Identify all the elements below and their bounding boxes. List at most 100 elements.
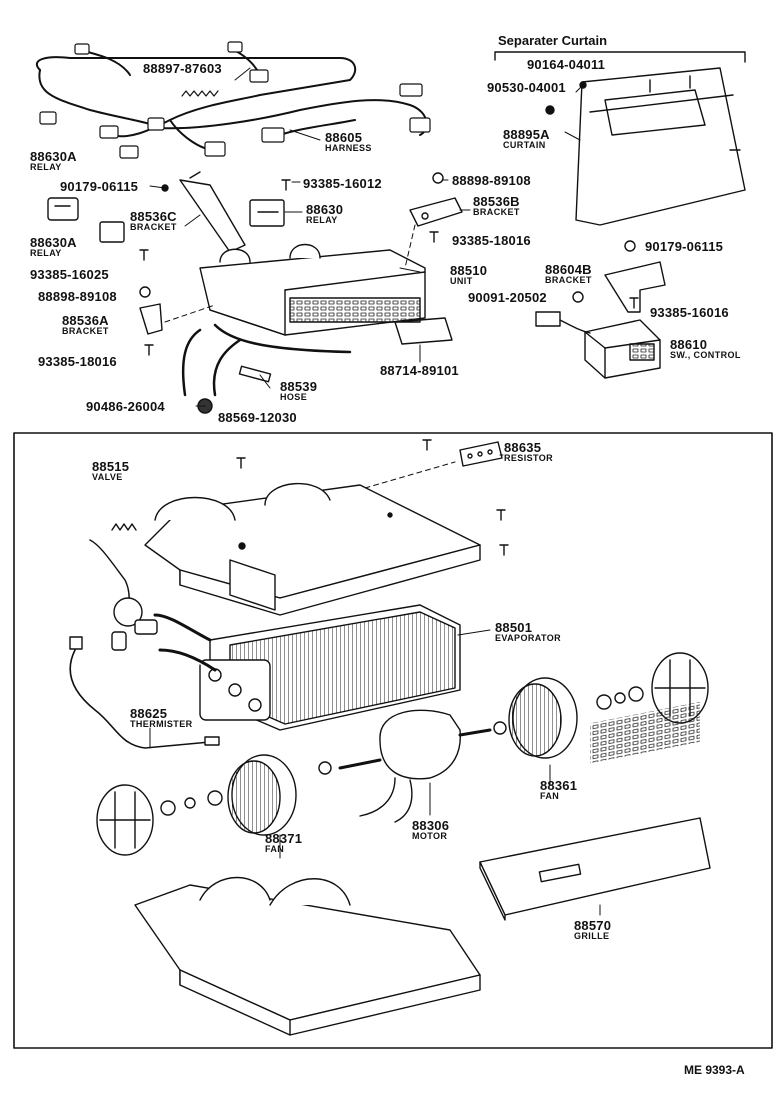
relay-88630A-top [47, 197, 79, 221]
part-93385-18016-a: 93385-18016 [452, 234, 531, 247]
part-number: 88895A [503, 127, 550, 142]
part-number: 88604B [545, 262, 592, 277]
bracket-88536B [409, 197, 463, 227]
part-number: 88630 [306, 202, 344, 217]
part-number: 88510 [450, 263, 488, 278]
part-name: THERMISTER [130, 719, 193, 729]
bracket-88536C [179, 171, 246, 253]
part-name: MOTOR [412, 831, 448, 841]
part-88635: 88635 RESISTOR [504, 441, 553, 463]
blower-motor [338, 709, 492, 823]
part-name: FAN [540, 791, 560, 801]
part-number: 88569-12030 [218, 410, 297, 425]
part-90091: 90091-20502 [468, 291, 547, 304]
thermistor [69, 636, 220, 749]
curtain-panel [575, 67, 746, 226]
part-name: VALVE [92, 472, 123, 482]
fan-right [508, 677, 578, 759]
part-88898-b: 88898-89108 [38, 290, 117, 303]
part-name: CURTAIN [503, 140, 546, 150]
part-number: 90530-04001 [487, 80, 566, 95]
fan-left [227, 754, 297, 836]
evaporator [153, 604, 461, 731]
part-number: 90179-06115 [60, 179, 139, 194]
part-88630: 88630 RELAY [306, 203, 343, 225]
part-93385-16025: 93385-16025 [30, 268, 109, 281]
resistor-leader [364, 461, 456, 489]
part-number: 88536B [473, 194, 520, 209]
part-name: GRILLE [574, 931, 610, 941]
bracket-88536A [139, 303, 163, 335]
part-88539: 88539 HOSE [280, 380, 317, 402]
part-name: RESISTOR [504, 453, 554, 463]
part-number: 88371 [265, 831, 303, 846]
part-88306: 88306 MOTOR [412, 819, 449, 841]
part-number: 88630A [30, 235, 77, 250]
part-number: 88605 [325, 130, 363, 145]
part-88714: 88714-89101 [380, 364, 459, 377]
part-88371: 88371 FAN [265, 832, 302, 854]
part-88501: 88501 EVAPORATOR [495, 621, 561, 643]
nuts [139, 172, 636, 303]
part-88570: 88570 GRILLE [574, 919, 611, 941]
part-number: 90091-20502 [468, 290, 547, 305]
part-name: BRACKET [130, 222, 177, 232]
part-88510: 88510 UNIT [450, 264, 487, 286]
part-name: FAN [265, 844, 285, 854]
part-number: 88898-89108 [38, 289, 117, 304]
part-88898-a: 88898-89108 [452, 174, 531, 187]
part-number: 88501 [495, 620, 533, 635]
bracket-88604B [604, 261, 666, 313]
part-88604B: 88604B BRACKET [545, 263, 592, 285]
fan-washers-left [160, 761, 332, 816]
hose-88539 [181, 323, 352, 397]
part-number: 88570 [574, 918, 612, 933]
part-number: 88898-89108 [452, 173, 531, 188]
part-number: 90486-26004 [86, 399, 165, 414]
part-name: EVAPORATOR [495, 633, 562, 643]
part-name: RELAY [30, 162, 62, 172]
part-name: HARNESS [325, 143, 372, 153]
part-name: HOSE [280, 392, 308, 402]
relay-88630 [249, 199, 285, 227]
part-88515: 88515 VALVE [92, 460, 129, 482]
grille [479, 701, 711, 921]
part-88536A: 88536A BRACKET [62, 314, 109, 336]
part-name: RELAY [30, 248, 62, 258]
part-number: 88536A [62, 313, 109, 328]
sleeve-88569 [238, 365, 272, 383]
part-88610: 88610 SW., CONTROL [670, 338, 741, 360]
spring-clip [181, 90, 219, 97]
part-93385-16016: 93385-16016 [650, 306, 729, 319]
part-name: BRACKET [473, 207, 520, 217]
control-switch [584, 319, 661, 379]
part-number: 88515 [92, 459, 130, 474]
part-name: BRACKET [62, 326, 109, 336]
part-88536B: 88536B BRACKET [473, 195, 520, 217]
part-number: 88306 [412, 818, 450, 833]
fan-washers-right [493, 686, 644, 735]
part-number: 93385-16012 [303, 176, 382, 191]
part-90530: 90530-04001 [487, 81, 566, 94]
part-name: SW., CONTROL [670, 350, 741, 360]
relay-88630A-low [99, 221, 125, 243]
part-number: 88897-87603 [143, 61, 222, 76]
part-88897: 88897-87603 [143, 62, 222, 75]
part-number: 88714-89101 [380, 363, 459, 378]
resistor [459, 441, 503, 467]
part-number: 88610 [670, 337, 708, 352]
upper-case [144, 482, 481, 616]
reference-code: ME 9393-A [684, 1063, 745, 1077]
switch-connector [535, 311, 591, 334]
cooling-unit [199, 243, 426, 336]
part-88630A-top: 88630A RELAY [30, 150, 77, 172]
part-number: 88539 [280, 379, 318, 394]
lower-case [134, 876, 481, 1036]
part-93385-18016-b: 93385-18016 [38, 355, 117, 368]
part-number: 88625 [130, 706, 168, 721]
part-number: 88536C [130, 209, 177, 224]
part-name: RELAY [306, 215, 338, 225]
part-88569: 88569-12030 [218, 411, 297, 424]
part-number: 93385-16016 [650, 305, 729, 320]
